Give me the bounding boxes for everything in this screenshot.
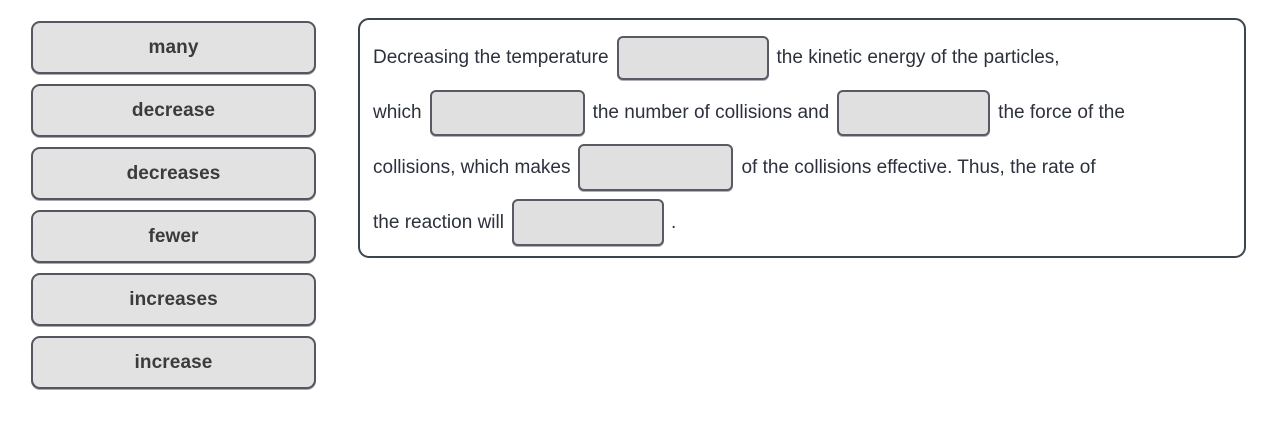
word-tile-label: increases xyxy=(129,288,218,310)
word-tile-increase[interactable]: increase xyxy=(31,336,316,389)
sentence-period: . xyxy=(670,212,677,233)
sentence-line-3: collisions, which makes of the collision… xyxy=(373,140,1234,195)
word-tile-label: many xyxy=(148,36,199,58)
word-tile-label: fewer xyxy=(148,225,199,247)
sentence-panel: Decreasing the temperature the kinetic e… xyxy=(358,18,1246,258)
sentence-line-2: which the number of collisions and the f… xyxy=(373,85,1234,140)
sentence-text-segment: collisions, which makes xyxy=(373,157,571,178)
word-tile-fewer[interactable]: fewer xyxy=(31,210,316,263)
answer-blank-4[interactable] xyxy=(578,144,734,191)
sentence-text-segment: of the collisions effective. Thus, the r… xyxy=(741,157,1096,178)
word-tile-label: decreases xyxy=(126,162,221,184)
word-bank: many decrease decreases fewer increases … xyxy=(31,21,316,399)
word-tile-increases[interactable]: increases xyxy=(31,273,316,326)
answer-blank-1[interactable] xyxy=(616,35,769,80)
sentence-line-4: the reaction will . xyxy=(373,195,1234,250)
sentence-text-segment: which xyxy=(373,102,422,123)
answer-blank-2[interactable] xyxy=(429,89,585,136)
answer-blank-5[interactable] xyxy=(511,199,664,246)
sentence-line-1: Decreasing the temperature the kinetic e… xyxy=(373,30,1234,85)
sentence-text-segment: the force of the xyxy=(998,102,1125,123)
word-tile-label: decrease xyxy=(131,99,216,121)
answer-blank-3[interactable] xyxy=(837,89,991,136)
sentence-body: Decreasing the temperature the kinetic e… xyxy=(373,30,1234,250)
sentence-text-segment: the reaction will xyxy=(373,212,504,233)
word-tile-decrease[interactable]: decrease xyxy=(31,84,316,137)
sentence-text-segment: Decreasing the temperature xyxy=(373,47,609,68)
sentence-text-segment: the kinetic energy of the particles, xyxy=(776,47,1060,68)
word-tile-many[interactable]: many xyxy=(31,21,316,74)
sentence-text-segment: the number of collisions and xyxy=(592,102,830,123)
word-tile-decreases[interactable]: decreases xyxy=(31,147,316,200)
word-tile-label: increase xyxy=(134,351,213,373)
